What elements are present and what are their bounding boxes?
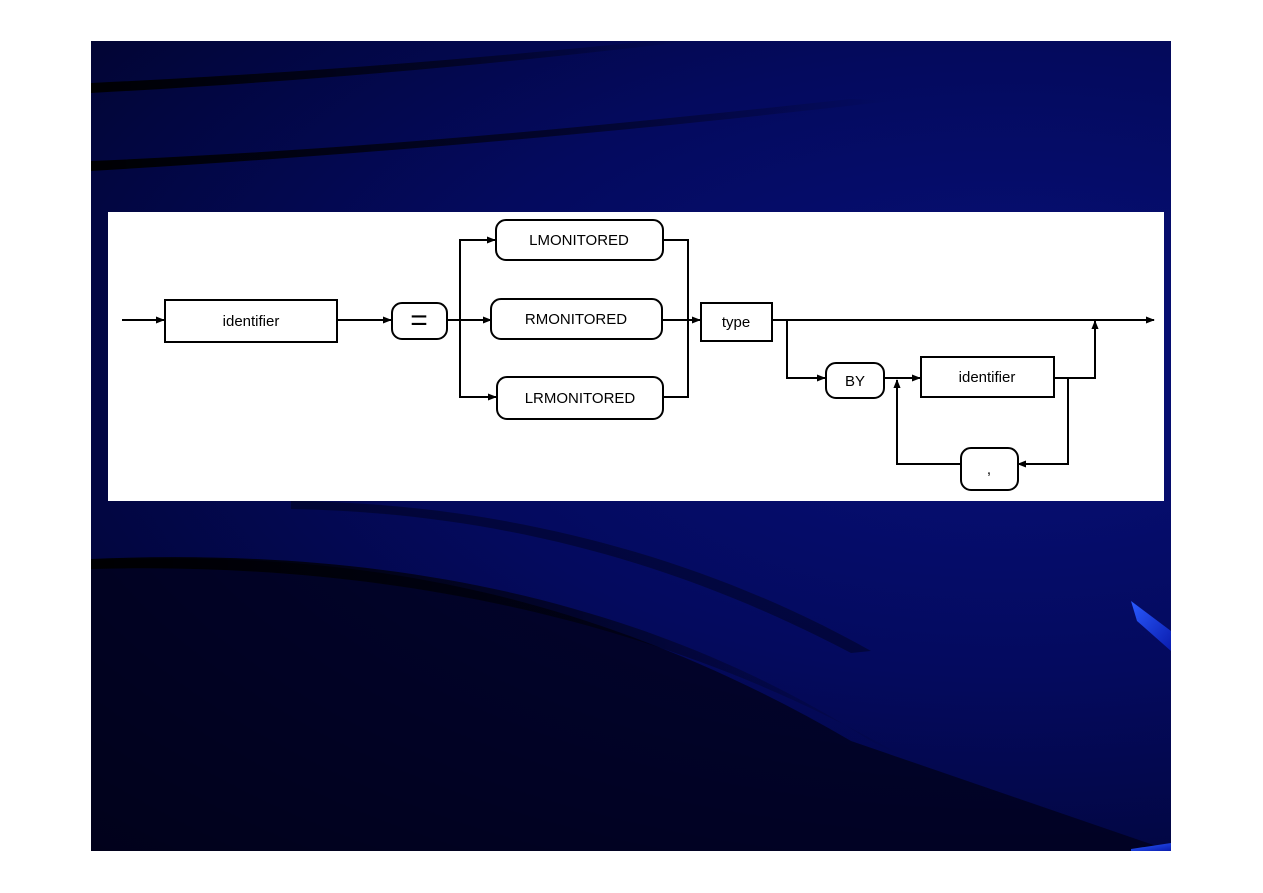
- equals-terminal: [391, 302, 448, 340]
- type-box: [700, 302, 773, 342]
- by-merge: [1068, 320, 1099, 379]
- comma-terminal: [960, 447, 1019, 491]
- branch-lmonitored: [459, 236, 496, 320]
- type-label: type: [722, 314, 750, 331]
- lrmonitored-label: LRMONITORED: [525, 390, 636, 407]
- lmonitored-label: LMONITORED: [529, 232, 629, 249]
- equals-label: =: [410, 304, 428, 337]
- merge-line: [663, 239, 689, 398]
- syntax-diagram-panel: identifier = LMONITORED RMONITORED LRMON…: [108, 212, 1164, 501]
- identifier-label: identifier: [223, 313, 280, 330]
- lrmonitored-terminal: [496, 376, 664, 420]
- by-branch: [786, 320, 826, 382]
- by-label: BY: [845, 373, 865, 390]
- comma-label: ,: [987, 461, 991, 478]
- rmonitored-terminal: [490, 298, 663, 340]
- identifier-label-2: identifier: [959, 369, 1016, 386]
- loop-return: [893, 379, 961, 465]
- identifier-box: [164, 299, 338, 343]
- by-terminal: [825, 362, 885, 399]
- rmonitored-label: RMONITORED: [525, 311, 627, 328]
- loop-back: [1017, 377, 1069, 468]
- slide-decoration: [91, 41, 1171, 851]
- lmonitored-terminal: [495, 219, 664, 261]
- identifier-box-2: [920, 356, 1055, 398]
- branch-lrmonitored: [459, 320, 497, 401]
- syntax-diagram: identifier = LMONITORED RMONITORED LRMON…: [122, 219, 1155, 491]
